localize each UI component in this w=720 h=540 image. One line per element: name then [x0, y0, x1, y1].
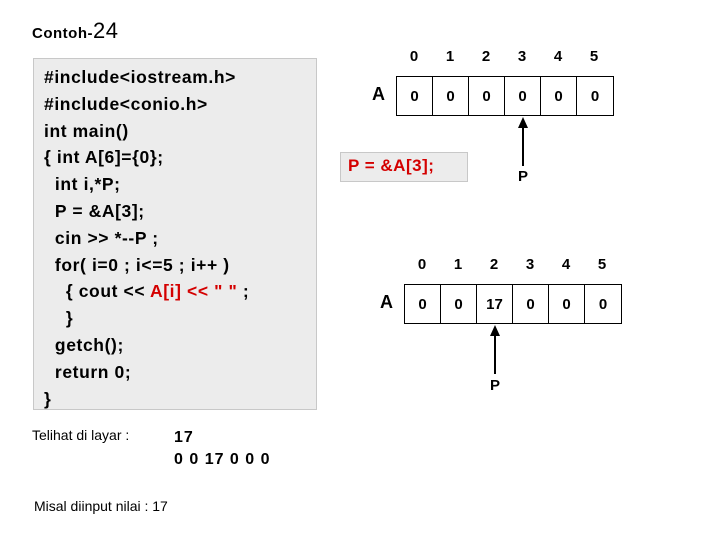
code-line: cin >> *--P ;	[44, 227, 159, 248]
code-line: int main()	[44, 120, 129, 141]
output-line: 0 0 17 0 0 0	[174, 451, 271, 468]
index-label: 4	[561, 256, 571, 273]
array-cell: 0	[541, 77, 577, 115]
screen-output-label: Telihat di layar :	[32, 427, 130, 443]
index-label: 5	[597, 256, 607, 273]
array-indices: 0 1 2 3 4 5	[396, 48, 612, 65]
index-label: 0	[409, 48, 419, 65]
code-line: #include<iostream.h>	[44, 67, 236, 87]
array-cell: 0	[505, 77, 541, 115]
pointer-arrowhead-bottom	[490, 325, 500, 336]
code-line: for( i=0 ; i<=5 ; i++ )	[44, 254, 230, 275]
index-label: 4	[553, 48, 563, 65]
index-label: 3	[525, 256, 535, 273]
array-cells: 0 0 17 0 0 0	[404, 284, 622, 324]
array-name: A	[380, 292, 393, 312]
pointer-statement: P = &A[3];	[348, 156, 435, 175]
screen-output: 17 0 0 17 0 0 0	[174, 427, 271, 471]
code-highlight: A[i] << " "	[149, 281, 238, 302]
index-label: 1	[453, 256, 463, 273]
pointer-label-top: P	[518, 168, 529, 185]
array-cell: 0	[513, 285, 549, 323]
code-line: { int A[6]={0};	[44, 147, 164, 168]
code-line: { cout << A[i] << " " ;	[44, 278, 249, 305]
title-prefix: Contoh-	[32, 25, 93, 42]
index-label: 3	[517, 48, 527, 65]
pointer-statement-box	[340, 152, 468, 182]
index-label: 5	[589, 48, 599, 65]
index-label: 0	[417, 256, 427, 273]
array-name: A	[372, 84, 385, 104]
input-note: Misal diinput nilai : 17	[34, 498, 168, 514]
code-listing: #include<iostream.h> #include<conio.h> int…	[44, 64, 249, 412]
array-cell: 0	[433, 77, 469, 115]
title-number: 24	[92, 18, 119, 43]
code-panel	[33, 58, 317, 410]
index-label: 2	[481, 48, 491, 65]
code-line: int i,*P;	[44, 174, 121, 195]
code-line: return 0;	[44, 361, 132, 382]
index-label: 1	[445, 48, 455, 65]
code-fragment: ;	[237, 281, 250, 302]
code-fragment: { cout <<	[44, 281, 150, 302]
array-indices: 0 1 2 3 4 5	[404, 256, 620, 273]
array-cell: 0	[590, 87, 600, 105]
output-line: 17	[174, 429, 194, 446]
code-line: }	[44, 308, 74, 329]
code-line: P = &A[3];	[44, 200, 145, 221]
pointer-arrowhead-top	[518, 117, 528, 128]
array-cell: 0	[549, 285, 585, 323]
array-cells: 0 0 0 0 0 0	[396, 76, 614, 116]
array-cell: 0	[469, 77, 505, 115]
slide-title: Contoh-24	[32, 18, 118, 44]
array-cell: 0	[598, 295, 608, 313]
array-cell: 0	[405, 285, 441, 323]
array-cell: 17	[477, 285, 513, 323]
code-line: #include<conio.h>	[44, 93, 208, 114]
pointer-label-bottom: P	[490, 377, 501, 394]
code-line: }	[44, 388, 52, 409]
array-cell: 0	[441, 285, 477, 323]
code-line: getch();	[44, 334, 124, 355]
array-cell: 0	[397, 77, 433, 115]
index-label: 2	[489, 256, 499, 273]
